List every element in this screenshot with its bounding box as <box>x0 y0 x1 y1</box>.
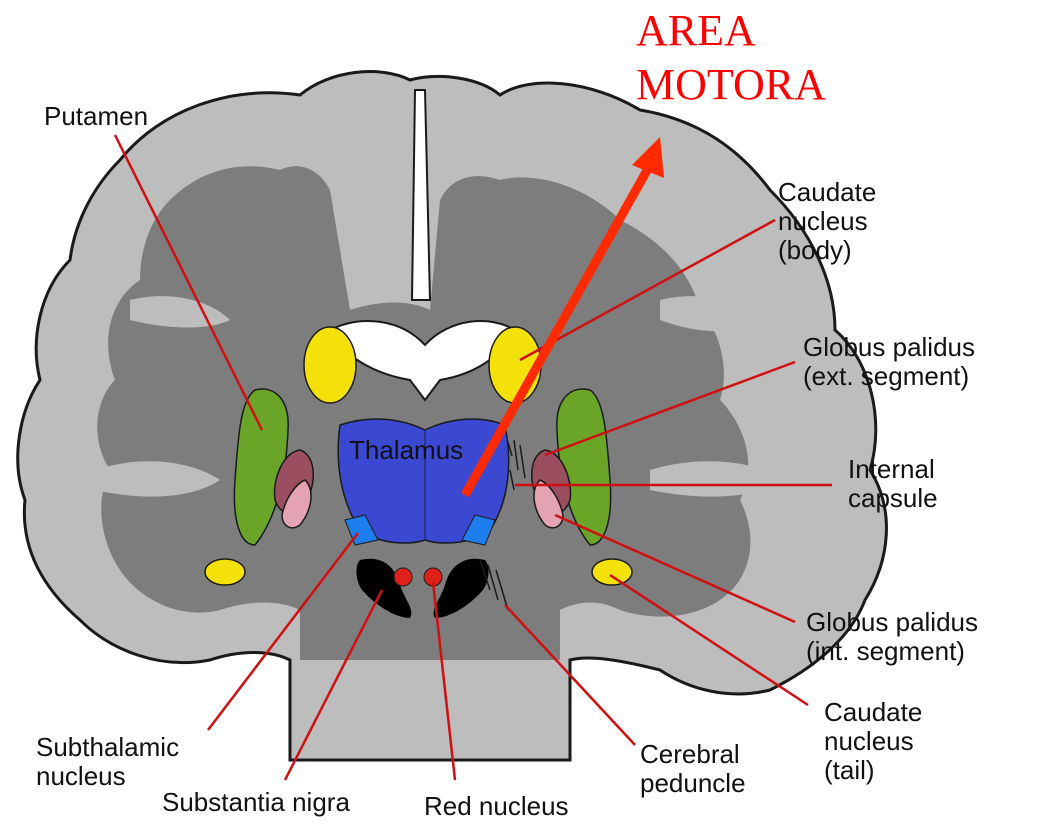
label-globus-int: Globus palidus (int. segment) <box>806 608 978 666</box>
caudate-tail-right <box>592 559 632 585</box>
label-substantia-nigra: Substantia nigra <box>162 788 350 817</box>
label-subthalamic: Subthalamic nucleus <box>36 733 179 791</box>
label-caudate-tail: Caudate nucleus (tail) <box>824 698 922 785</box>
red-nucleus-left <box>394 568 412 586</box>
label-red-nucleus: Red nucleus <box>424 792 569 821</box>
caudate-left <box>304 327 356 403</box>
caudate-tail-left <box>205 559 245 585</box>
label-internal-capsule: Internal capsule <box>848 455 938 513</box>
label-thalamus: Thalamus <box>349 436 463 465</box>
motor-area-title: AREA MOTORA <box>636 4 826 112</box>
label-putamen: Putamen <box>44 102 148 131</box>
label-globus-ext: Globus palidus (ext. segment) <box>803 333 975 391</box>
label-cerebral-peduncle: Cerebral peduncle <box>640 740 746 798</box>
label-caudate-body: Caudate nucleus (body) <box>778 178 876 265</box>
